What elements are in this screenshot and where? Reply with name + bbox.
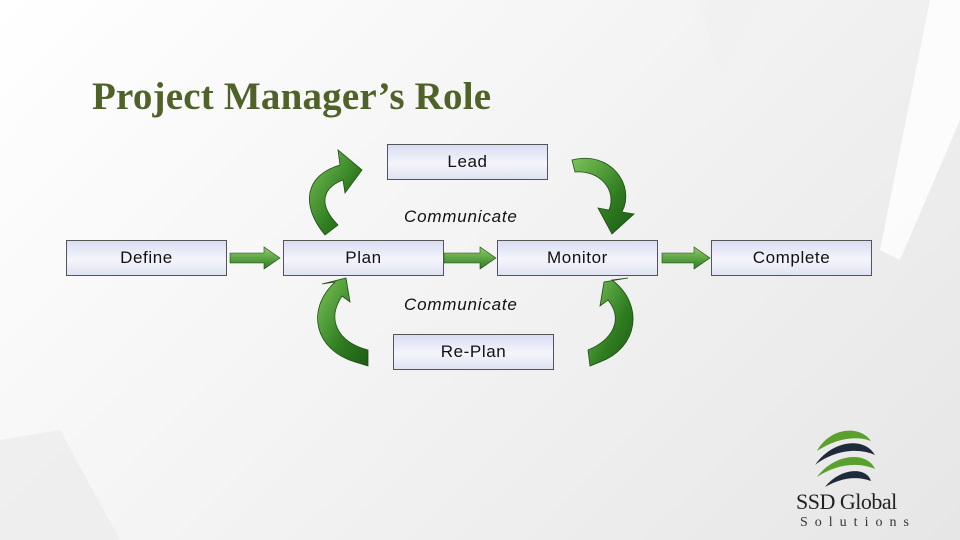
lead-box: Lead bbox=[387, 144, 548, 180]
plan-box: Plan bbox=[283, 240, 444, 276]
monitor-box: Monitor bbox=[497, 240, 658, 276]
arrow-plan-monitor bbox=[443, 246, 497, 270]
ssd-global-logo-icon bbox=[815, 430, 875, 487]
curved-arrow-bottom-right bbox=[587, 277, 634, 367]
curved-arrow-top-left bbox=[309, 149, 363, 236]
arrow-define-plan bbox=[229, 246, 281, 270]
slide-title: Project Manager’s Role bbox=[92, 75, 492, 118]
complete-box: Complete bbox=[711, 240, 872, 276]
communicate-label-bottom: Communicate bbox=[404, 295, 518, 314]
curved-arrow-top-right bbox=[571, 157, 635, 235]
define-box: Define bbox=[66, 240, 227, 276]
curved-arrow-bottom-left bbox=[317, 277, 369, 367]
arrow-monitor-complete bbox=[661, 246, 711, 270]
communicate-label-top: Communicate bbox=[404, 207, 518, 226]
replan-box: Re-Plan bbox=[393, 334, 554, 370]
logo-tagline: Solutions bbox=[800, 515, 916, 530]
logo-name: SSD Global bbox=[796, 489, 897, 514]
